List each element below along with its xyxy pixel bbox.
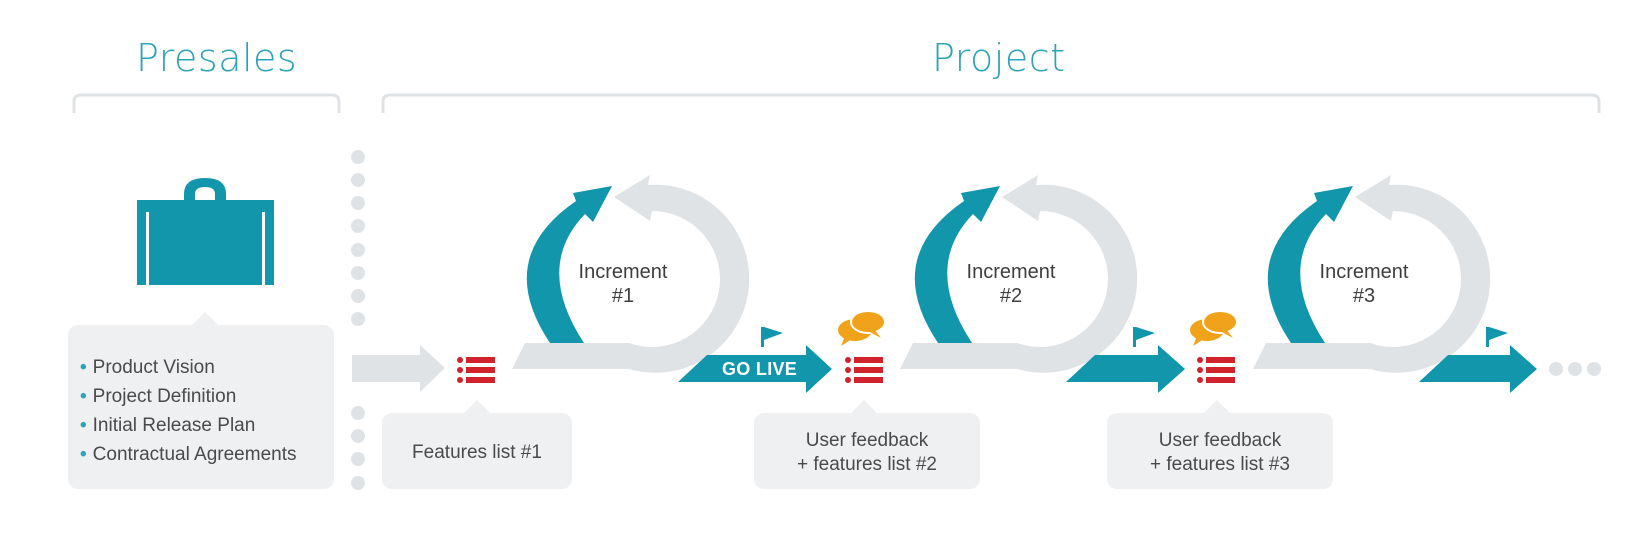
dotted-separator <box>351 150 365 490</box>
project-heading: Project <box>932 36 1066 80</box>
list-item: •Initial Release Plan <box>80 415 256 436</box>
increment-cycle-2 <box>900 175 1138 373</box>
entry-arrow <box>352 345 445 392</box>
list-icon <box>1197 357 1235 383</box>
chat-icon <box>1190 310 1238 346</box>
increment-cycle-1 <box>512 175 750 373</box>
project-bracket <box>381 93 1601 113</box>
list-item: •Project Definition <box>80 386 237 407</box>
feature-bubble-label-1: Features list #1 <box>412 442 542 463</box>
feature-bubble-3 <box>1107 400 1333 489</box>
feature-bubble-1 <box>382 400 572 489</box>
feature-bubble-label-2: User feedback+ features list #2 <box>797 430 937 475</box>
presales-heading: Presales <box>136 36 298 80</box>
list-item: •Product Vision <box>80 357 215 378</box>
release-arrow-3 <box>1419 345 1537 393</box>
go-live-label: GO LIVE <box>722 359 798 379</box>
presales-list: •Product Vision •Project Definition •Ini… <box>80 353 297 469</box>
presales-bubble <box>68 312 334 489</box>
briefcase-icon <box>137 178 274 285</box>
feature-bubble-2 <box>754 400 980 489</box>
increment-label-3: Increment#3 <box>1319 261 1409 307</box>
feature-bubble-label-3: User feedback+ features list #3 <box>1150 430 1290 475</box>
presales-bracket <box>72 93 341 113</box>
release-arrow-2 <box>1066 345 1185 393</box>
flag-icon <box>761 327 783 347</box>
list-icon <box>845 357 883 383</box>
go-live-arrow <box>678 345 832 393</box>
list-icon <box>457 357 495 383</box>
increment-cycle-3 <box>1253 175 1491 373</box>
flag-icon <box>1133 327 1155 347</box>
chat-icon <box>838 310 886 346</box>
flag-icon <box>1486 327 1508 347</box>
increment-label-2: Increment#2 <box>966 261 1056 307</box>
list-item: •Contractual Agreements <box>80 444 297 465</box>
continuation-dots <box>1549 362 1601 376</box>
increment-label-1: Increment#1 <box>578 261 668 307</box>
